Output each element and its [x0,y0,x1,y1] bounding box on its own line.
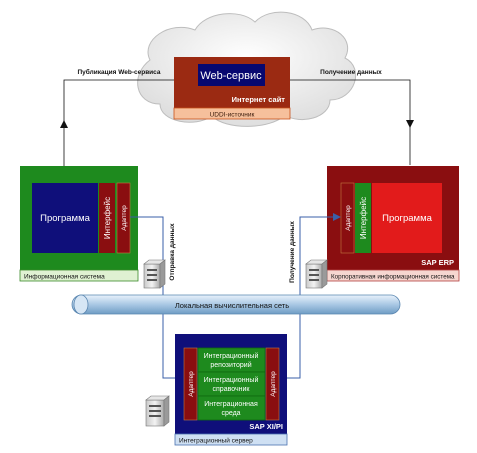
server-icon-left [143,259,166,289]
left-program-label: Программа [40,213,90,224]
repository-line2: репозиторий [210,361,251,369]
left-adapter-label: Адаптер [121,205,128,231]
left-system: Программа Интерфейс Адаптер Информационн… [19,166,139,282]
web-service-block: Web-сервис Интернет сайт UDDI-источник [173,57,291,120]
server-icon-right [305,259,328,289]
server-icon-bottom [145,395,170,427]
repository-box [197,347,266,373]
send-label: Отправка данных [169,223,176,281]
network-label: Локальная вычислительная сеть [175,301,289,310]
left-interface-label: Интерфейс [103,197,112,239]
left-system-caption: Информационная система [24,274,105,281]
environment-box [197,395,266,421]
publish-arrow [60,79,174,180]
network-pipe: Локальная вычислительная сеть [71,294,401,315]
integration-server: Адаптер Адаптер Интеграционный репозитор… [174,334,288,446]
integration-adapter-left-label: Адаптер [188,371,195,397]
web-service-box [198,64,265,86]
right-adapter-box [340,182,355,254]
web-service-site-label: Интернет сайт [232,95,286,104]
directory-line1: Интеграционный [204,376,259,384]
right-interface-box [355,183,371,253]
right-program-box [372,183,442,253]
environment-line1: Интеграционная [204,401,258,408]
left-interface-box [99,183,115,253]
repository-line1: Интеграционный [204,352,259,360]
left-program-box [32,183,98,253]
right-system: Адаптер Интерфейс Программа SAP ERP Корп… [326,166,460,282]
right-program-label: Программа [382,213,432,224]
integration-adapter-right-label: Адаптер [270,371,277,397]
web-service-caption-bar [173,107,291,120]
publish-label: Публикация Web-сервиса [78,68,161,76]
integration-server-caption: Интеграционный сервер [179,437,253,445]
right-adapter-label: Адаптер [345,205,352,231]
receive-arrow-top [290,79,414,165]
directory-line2: справочник [213,386,251,393]
environment-line2: среда [221,410,240,417]
web-service-caption: UDDI-источник [210,112,255,119]
receive-top-label: Получение данных [320,69,382,76]
integration-adapter-right-box [265,347,280,421]
integration-caption-bar [174,433,288,446]
receive-mid-label: Получение данных [289,221,296,283]
right-system-name: SAP ERP [421,258,454,267]
integration-adapter-left-box [183,347,198,421]
right-system-caption: Корпоративная информационная система [331,274,455,281]
left-adapter-box [116,182,131,254]
integration-server-name: SAP XI/PI [249,422,283,431]
left-caption-bar [19,269,139,282]
right-interface-label: Интерфейс [359,197,368,239]
web-service-title: Web-сервис [200,70,262,82]
